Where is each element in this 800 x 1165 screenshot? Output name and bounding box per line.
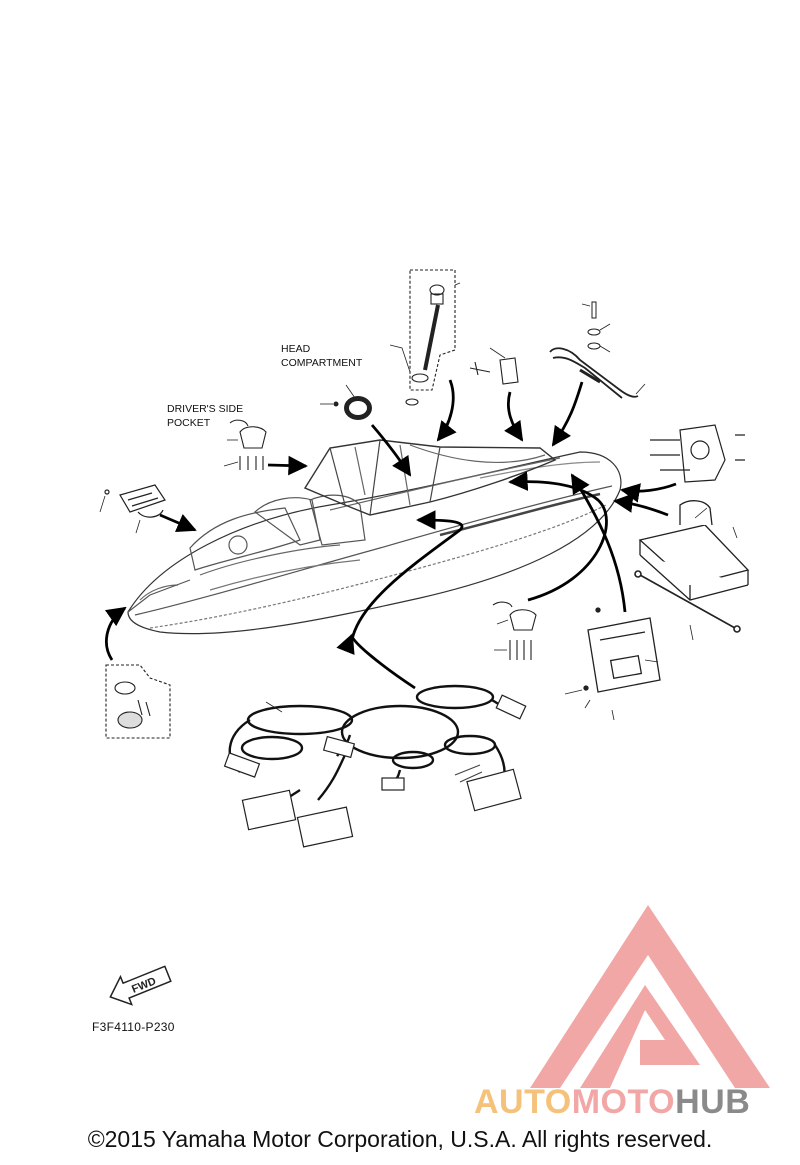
copyright-text: ©2015 Yamaha Motor Corporation, U.S.A. A… [87,1126,713,1152]
part-17-rail [549,347,639,399]
fwd-arrow-icon: FWD [109,965,172,1006]
part-13-light-lower [492,601,537,660]
part-3-vent [104,484,166,518]
harness-connectors [223,694,527,848]
watermark-text: AUTOMOTOHUB [474,1083,750,1121]
note-head-line2: COMPARTMENT [281,357,363,369]
note-drivers-pocket: DRIVER'S SIDE POCKET [167,403,243,429]
part-1-battery-box [638,500,750,601]
callout-leaders [99,282,738,721]
part-26-rod [634,570,741,633]
note-pocket-line2: POCKET [167,417,211,429]
part-5-group [105,664,171,739]
part-22-bracket [650,424,745,483]
part-27-control-unit [583,607,661,693]
watermark-logo-icon [530,905,770,1088]
part-13-light-upper [229,419,267,470]
boat-hull [127,439,622,635]
wire-harness [228,684,511,813]
part-head-pole [405,269,456,406]
part-21-switch [469,357,519,385]
diagram-code: F3F4110-P230 [92,1020,175,1034]
note-head-line1: HEAD [281,343,311,355]
watermark-auto: AUTO [474,1083,572,1121]
parts-18-20-fasteners [587,301,601,350]
watermark-moto: MOTO [572,1083,675,1121]
watermark-hub: HUB [675,1083,750,1121]
part-15-cup [333,396,372,420]
assembly-arrows [104,379,677,690]
note-head-compartment: HEAD COMPARTMENT [281,343,363,369]
note-pocket-line1: DRIVER'S SIDE [167,403,243,415]
svg-text:AUTOMOTOHUB: AUTOMOTOHUB [474,1083,750,1121]
